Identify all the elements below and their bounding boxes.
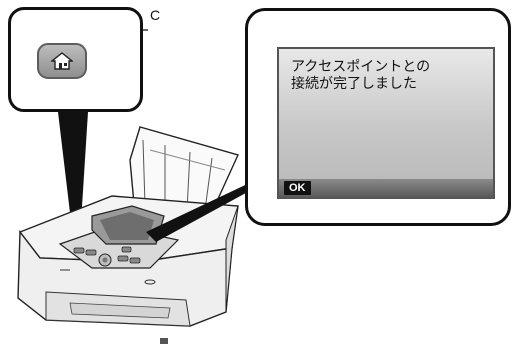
lcd-message-line-2: 接続が完了しました (291, 76, 417, 92)
lcd-message: アクセスポイントとの 接続が完了しました (291, 59, 430, 93)
home-button[interactable] (37, 43, 87, 79)
ok-button[interactable]: OK (284, 181, 311, 195)
lcd-soft-key-bar: OK (279, 179, 493, 197)
reference-label-c: C (150, 7, 161, 23)
home-button-callout (8, 7, 143, 112)
lcd-message-line-1: アクセスポイントとの (291, 59, 431, 75)
lcd-screen: アクセスポイントとの 接続が完了しました OK (277, 47, 495, 199)
home-icon (51, 52, 73, 70)
